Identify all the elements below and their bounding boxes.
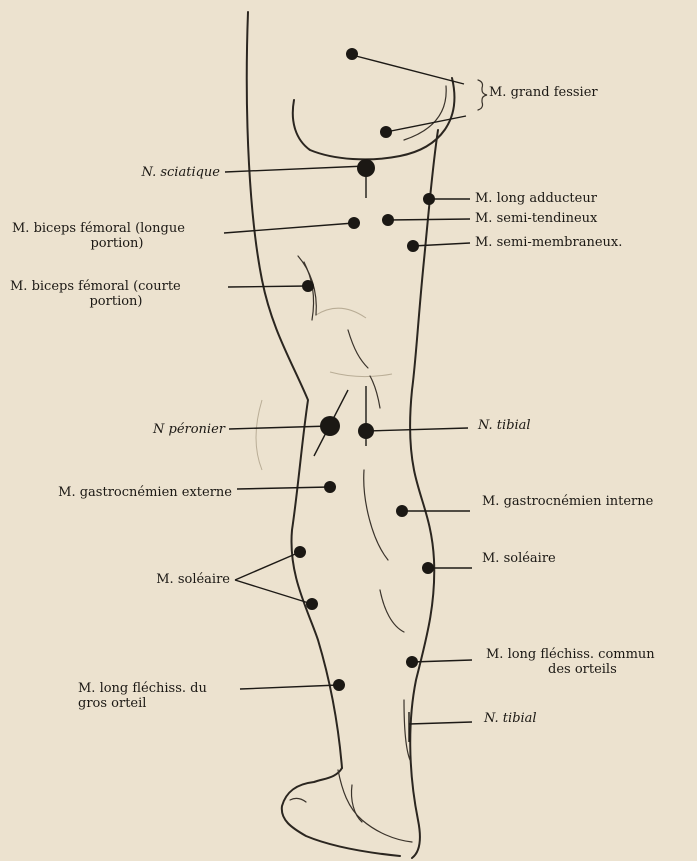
point-soleaire-c bbox=[422, 562, 434, 574]
leg-medial-outline bbox=[410, 130, 438, 858]
point-flechiss-gros bbox=[333, 679, 345, 691]
point-gastro-externe bbox=[324, 481, 336, 493]
point-tibial bbox=[358, 423, 374, 439]
gluteal-fold bbox=[293, 78, 455, 159]
label-gastro-interne: M. gastrocnémien interne bbox=[482, 494, 653, 509]
label-flechiss-gros-line2: gros orteil bbox=[78, 696, 146, 711]
label-gastro-externe: M. gastrocnémien externe bbox=[10, 485, 232, 500]
point-biceps-courte bbox=[302, 280, 314, 292]
brace bbox=[478, 80, 487, 110]
point-semi-tendineux bbox=[382, 214, 394, 226]
label-biceps-courte-line2: portion) bbox=[10, 294, 222, 309]
point-soleaire-a bbox=[294, 546, 306, 558]
label-biceps-courte-line1: M. biceps fémoral (courte bbox=[10, 279, 181, 294]
label-grand-fessier: M. grand fessier bbox=[489, 85, 598, 100]
label-tibial-upper: N. tibial bbox=[478, 418, 531, 433]
label-soleaire-right: M. soléaire bbox=[482, 551, 556, 566]
label-semi-tendineux: M. semi-tendineux bbox=[475, 211, 597, 226]
point-gastro-interne bbox=[396, 505, 408, 517]
label-sciatique: N. sciatique bbox=[100, 165, 220, 180]
point-grand-fessier-upper bbox=[346, 48, 358, 60]
label-long-adducteur: M. long adducteur bbox=[475, 191, 597, 206]
label-biceps-longue-line1: M. biceps fémoral (longue bbox=[12, 221, 185, 236]
label-soleaire-left: M. soléaire bbox=[100, 572, 230, 587]
point-semi-membraneux bbox=[407, 240, 419, 252]
point-sciatique bbox=[357, 159, 375, 177]
label-semi-membraneux: M. semi-membraneux. bbox=[475, 235, 622, 250]
point-soleaire-b bbox=[306, 598, 318, 610]
point-biceps-longue bbox=[348, 217, 360, 229]
point-peronier bbox=[320, 416, 340, 436]
label-flechiss-commun-line1: M. long fléchiss. commun bbox=[486, 647, 655, 662]
label-flechiss-gros-line1: M. long fléchiss. du bbox=[78, 681, 207, 696]
label-biceps-longue-line2: portion) bbox=[12, 236, 222, 251]
label-peronier: N péronier bbox=[100, 422, 225, 437]
label-tibial-lower: N. tibial bbox=[484, 711, 537, 726]
point-grand-fessier-lower bbox=[380, 126, 392, 138]
label-flechiss-commun-line2: des orteils bbox=[548, 662, 617, 677]
point-long-adducteur bbox=[423, 193, 435, 205]
point-flechiss-commun bbox=[406, 656, 418, 668]
